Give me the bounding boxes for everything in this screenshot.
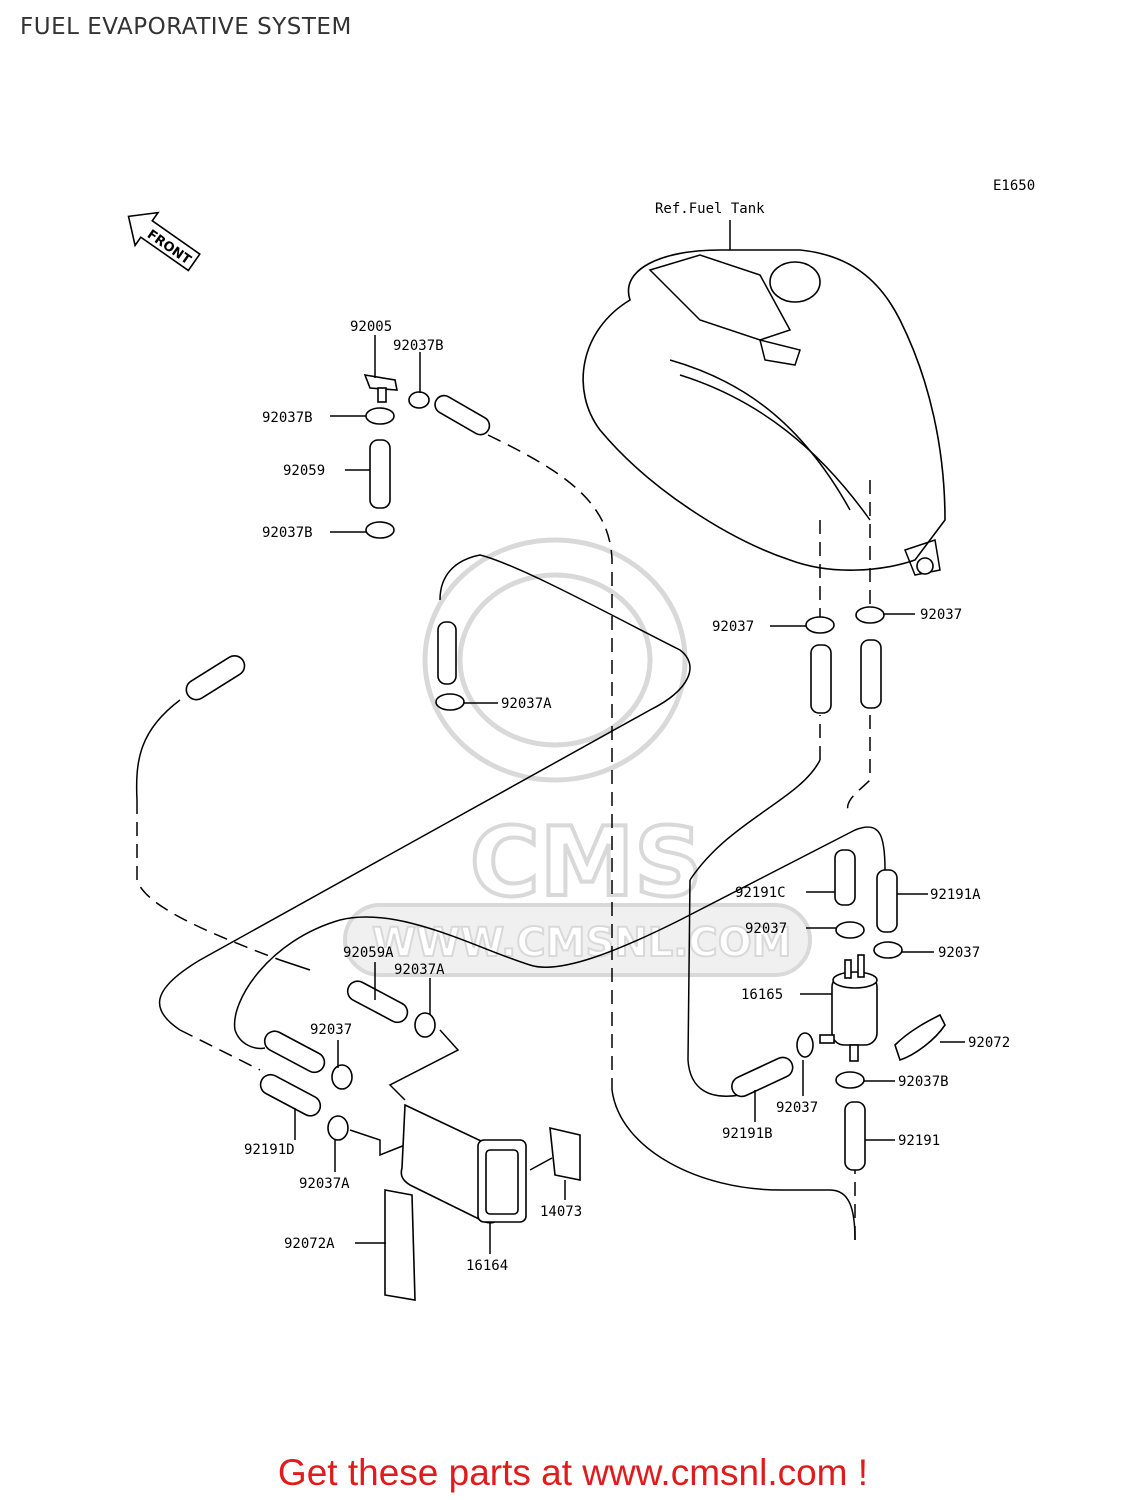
diagram-code: E1650 [993, 178, 1035, 194]
callout-16164: 16164 [466, 1258, 508, 1274]
callout-16165: 16165 [741, 987, 783, 1003]
callout-92191b: 92191B [722, 1126, 773, 1142]
ref-fuel-tank-label: Ref.Fuel Tank [655, 201, 765, 217]
cms-watermark: CMS WWW.CMSNL.COM [343, 537, 812, 977]
callout-92037-tank-left: 92037 [712, 619, 754, 635]
callout-92059: 92059 [283, 463, 325, 479]
footer-link[interactable]: Get these parts at www.cmsnl.com ! [277, 1452, 869, 1493]
callout-92037b-left-1: 92037B [262, 410, 313, 426]
callout-92072a: 92072A [284, 1236, 335, 1252]
callout-92037-tank-right: 92037 [920, 607, 962, 623]
callout-92037-bottom: 92037 [776, 1100, 818, 1116]
joint-92005 [363, 373, 398, 403]
callout-92037b-right: 92037B [898, 1074, 949, 1090]
callout-92037-left: 92037 [310, 1022, 352, 1038]
callout-92037-right-1: 92037 [745, 921, 787, 937]
callout-92037a-left: 92037A [394, 962, 445, 978]
callout-92191d: 92191D [244, 1142, 295, 1158]
canister-16164 [400, 1103, 527, 1224]
callout-92191c: 92191C [735, 885, 786, 901]
callout-92191a: 92191A [930, 887, 981, 903]
front-arrow-icon: FRONT [127, 211, 201, 272]
callout-92037a-bottom: 92037A [299, 1176, 350, 1192]
fuel-tank [582, 249, 946, 576]
watermark-brand: CMS [470, 808, 703, 918]
callout-92191: 92191 [898, 1133, 940, 1149]
callout-14073: 14073 [540, 1204, 582, 1220]
page-title: FUEL EVAPORATIVE SYSTEM [20, 14, 352, 40]
fuel-filter-16165 [819, 954, 878, 1062]
callout-92059a: 92059A [343, 945, 394, 961]
callout-92037-right-2: 92037 [938, 945, 980, 961]
callout-92005: 92005 [350, 319, 392, 335]
callout-92037b-top: 92037B [393, 338, 444, 354]
callout-92037b-left-2: 92037B [262, 525, 313, 541]
watermark-url: WWW.CMSNL.COM [372, 920, 792, 966]
callout-92072: 92072 [968, 1035, 1010, 1051]
callout-92037a-mid: 92037A [501, 696, 552, 712]
